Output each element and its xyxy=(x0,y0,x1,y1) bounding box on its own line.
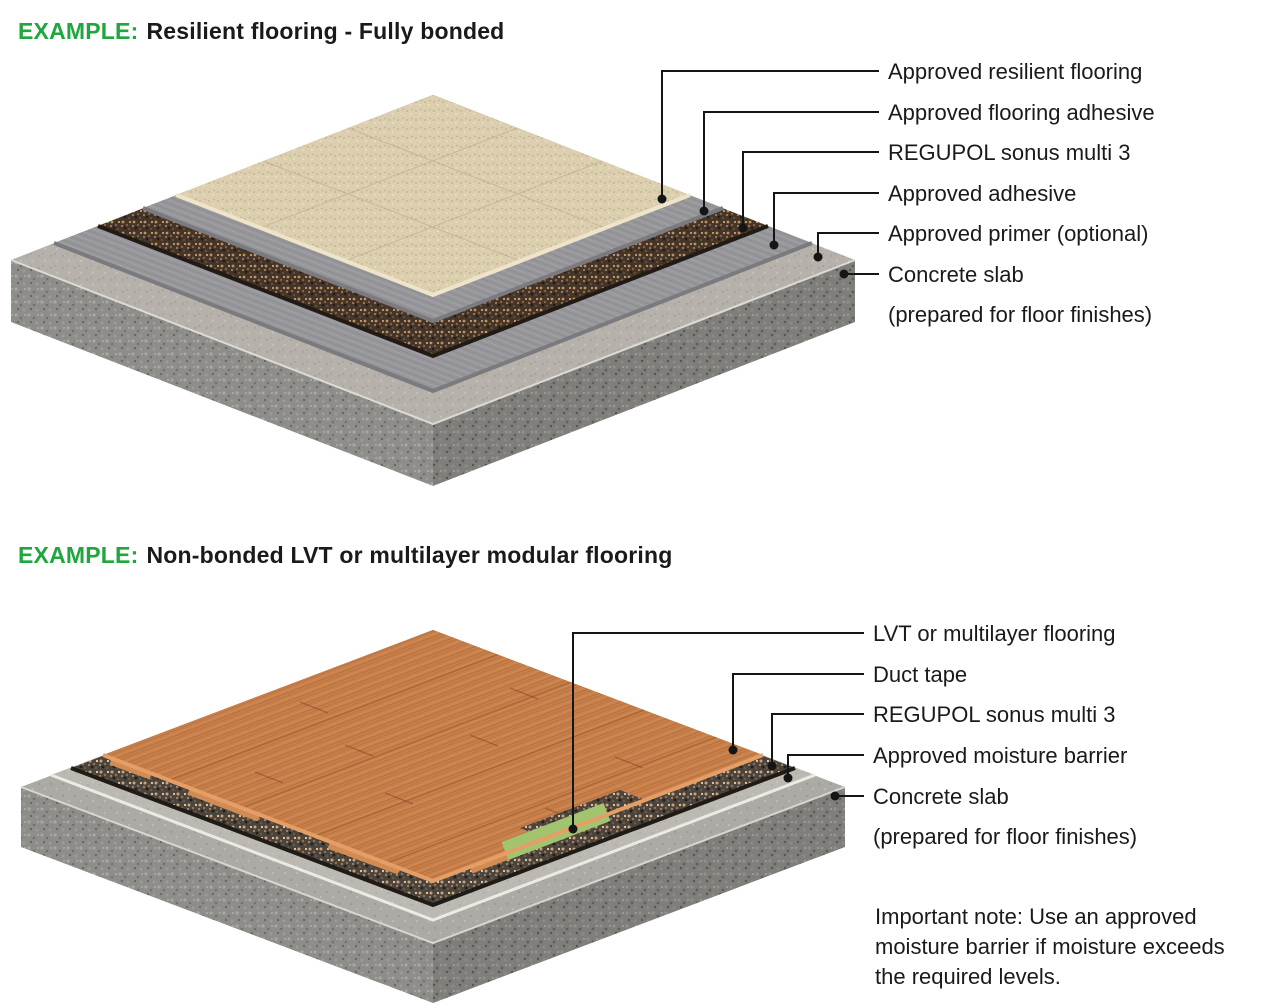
concrete-slab-left-face xyxy=(11,260,433,486)
label-regupol: REGUPOL sonus multi 3 xyxy=(873,702,1116,727)
example-badge: EXAMPLE: xyxy=(18,542,139,568)
leader-resilient-flooring xyxy=(661,70,879,199)
label-duct-tape: Duct tape xyxy=(873,662,968,687)
leader-moisture-barrier xyxy=(787,754,864,778)
label-concrete-slab: Concrete slab xyxy=(873,784,1009,809)
example-badge: EXAMPLE: xyxy=(18,18,139,44)
label-concrete-slab-note: (prepared for floor finishes) xyxy=(888,302,1153,327)
adhesive-step-edge xyxy=(53,241,813,394)
leader-flooring-adhesive xyxy=(703,111,879,211)
regupol-step-edge xyxy=(70,766,796,908)
label-concrete-slab: Concrete slab xyxy=(888,262,1024,287)
layer-lvt-flooring xyxy=(103,630,763,881)
note-line-2: moisture barrier if moisture exceeds xyxy=(875,934,1225,959)
leader-lines-fig1 xyxy=(661,70,879,275)
label-resilient-flooring: Approved resilient flooring xyxy=(888,59,1143,84)
leader-dots-fig2 xyxy=(568,745,840,834)
diagram-non-bonded-lvt xyxy=(20,630,846,1003)
concrete-slab-left-face xyxy=(21,787,433,1003)
flooring-step-edge xyxy=(175,193,691,298)
concrete-slab-right-face xyxy=(433,787,845,1003)
note-line-3: the required levels. xyxy=(875,964,1061,989)
important-note: Important note: Use an approved moisture… xyxy=(875,902,1225,992)
flooring-step-edge xyxy=(102,753,764,884)
figure1-title-text: Resilient flooring - Fully bonded xyxy=(146,18,505,44)
leader-lvt xyxy=(572,632,864,829)
label-moisture-barrier: Approved moisture barrier xyxy=(873,743,1128,768)
leader-regupol xyxy=(742,151,879,228)
label-regupol: REGUPOL sonus multi 3 xyxy=(888,140,1131,165)
leader-primer xyxy=(817,232,879,257)
slab-top-edge-highlight xyxy=(20,786,846,945)
label-lvt-flooring: LVT or multilayer flooring xyxy=(873,621,1116,646)
slab-top-edge-highlight xyxy=(10,259,856,426)
label-approved-primer: Approved primer (optional) xyxy=(888,221,1149,246)
note-line-1: Important note: Use an approved xyxy=(875,904,1197,929)
label-approved-adhesive: Approved adhesive xyxy=(888,181,1077,206)
diagram-fully-bonded xyxy=(10,95,856,486)
leader-adhesive xyxy=(773,192,879,245)
leader-duct-tape xyxy=(732,673,864,750)
leader-dots-fig1 xyxy=(657,194,849,279)
moisture-barrier-step-edge xyxy=(50,773,816,922)
leader-regupol xyxy=(771,713,864,766)
concrete-slab-right-face xyxy=(433,260,855,486)
leader-lines-fig2 xyxy=(572,632,864,829)
figure2-title-text: Non-bonded LVT or multilayer modular flo… xyxy=(146,542,673,568)
figure2-title: EXAMPLE: Non-bonded LVT or multilayer mod… xyxy=(18,542,673,569)
flooring-adhesive-step-edge xyxy=(142,206,724,324)
label-concrete-slab-note: (prepared for floor finishes) xyxy=(873,824,1138,849)
regupol-step-edge xyxy=(97,224,769,359)
figure1-title: EXAMPLE: Resilient flooring - Fully bonde… xyxy=(18,18,504,45)
label-flooring-adhesive: Approved flooring adhesive xyxy=(888,100,1155,125)
